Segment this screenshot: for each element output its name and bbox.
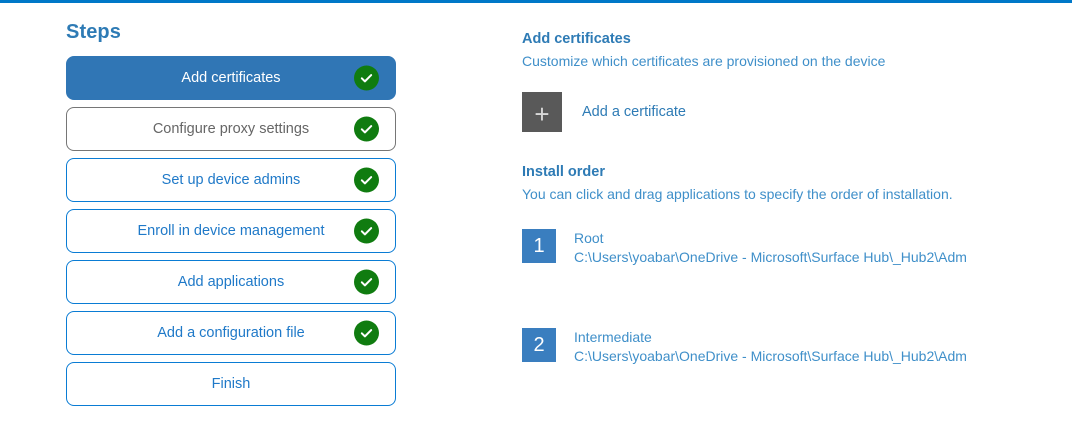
step-label: Add certificates bbox=[181, 70, 281, 86]
plus-glyph: + bbox=[534, 99, 550, 129]
step-button-enroll-in-device-management[interactable]: Enroll in device management bbox=[66, 209, 396, 253]
install-order-section: Install order You can click and drag app… bbox=[522, 164, 1067, 366]
check-circle-icon bbox=[354, 167, 379, 193]
step-label: Enroll in device management bbox=[137, 223, 325, 239]
check-circle-icon bbox=[354, 320, 379, 346]
step-label: Add applications bbox=[177, 274, 285, 290]
add-certificates-title: Add certificates bbox=[522, 31, 631, 47]
step-button-add-certificates[interactable]: Add certificates bbox=[66, 56, 396, 100]
install-order-item-name: Intermediate bbox=[574, 329, 652, 345]
add-certificates-section: Add certificates Customize which certifi… bbox=[522, 31, 1067, 132]
add-certificate-label[interactable]: Add a certificate bbox=[582, 104, 686, 120]
install-order-subtitle: You can click and drag applications to s… bbox=[522, 186, 953, 202]
step-button-configure-proxy-settings[interactable]: Configure proxy settings bbox=[66, 107, 396, 151]
add-certificate-row[interactable]: + Add a certificate bbox=[522, 92, 1067, 132]
install-order-title: Install order bbox=[522, 164, 605, 180]
step-button-add-a-configuration-file[interactable]: Add a configuration file bbox=[66, 311, 396, 355]
install-order-item-name: Root bbox=[574, 230, 604, 246]
check-circle-icon bbox=[354, 116, 379, 142]
check-circle-icon bbox=[354, 269, 379, 295]
step-button-set-up-device-admins[interactable]: Set up device admins bbox=[66, 158, 396, 202]
step-button-finish[interactable]: Finish bbox=[66, 362, 396, 406]
top-accent-bar bbox=[0, 0, 1072, 3]
install-order-item-path: C:\Users\yoabar\OneDrive - Microsoft\Sur… bbox=[574, 249, 967, 265]
step-label: Add a configuration file bbox=[157, 325, 305, 341]
check-circle-icon bbox=[354, 218, 379, 244]
check-circle-icon bbox=[354, 65, 379, 91]
step-label: Finish bbox=[211, 376, 251, 392]
detail-panel: Add certificates Customize which certifi… bbox=[522, 31, 1067, 427]
steps-heading: Steps bbox=[66, 21, 121, 43]
step-label: Set up device admins bbox=[161, 172, 301, 188]
step-label: Configure proxy settings bbox=[152, 121, 310, 137]
step-button-add-applications[interactable]: Add applications bbox=[66, 260, 396, 304]
install-order-number-badge: 1 bbox=[522, 229, 556, 263]
install-order-item-path: C:\Users\yoabar\OneDrive - Microsoft\Sur… bbox=[574, 348, 967, 364]
add-certificates-subtitle: Customize which certificates are provisi… bbox=[522, 53, 886, 69]
install-order-number-badge: 2 bbox=[522, 328, 556, 362]
plus-icon[interactable]: + bbox=[522, 92, 562, 132]
